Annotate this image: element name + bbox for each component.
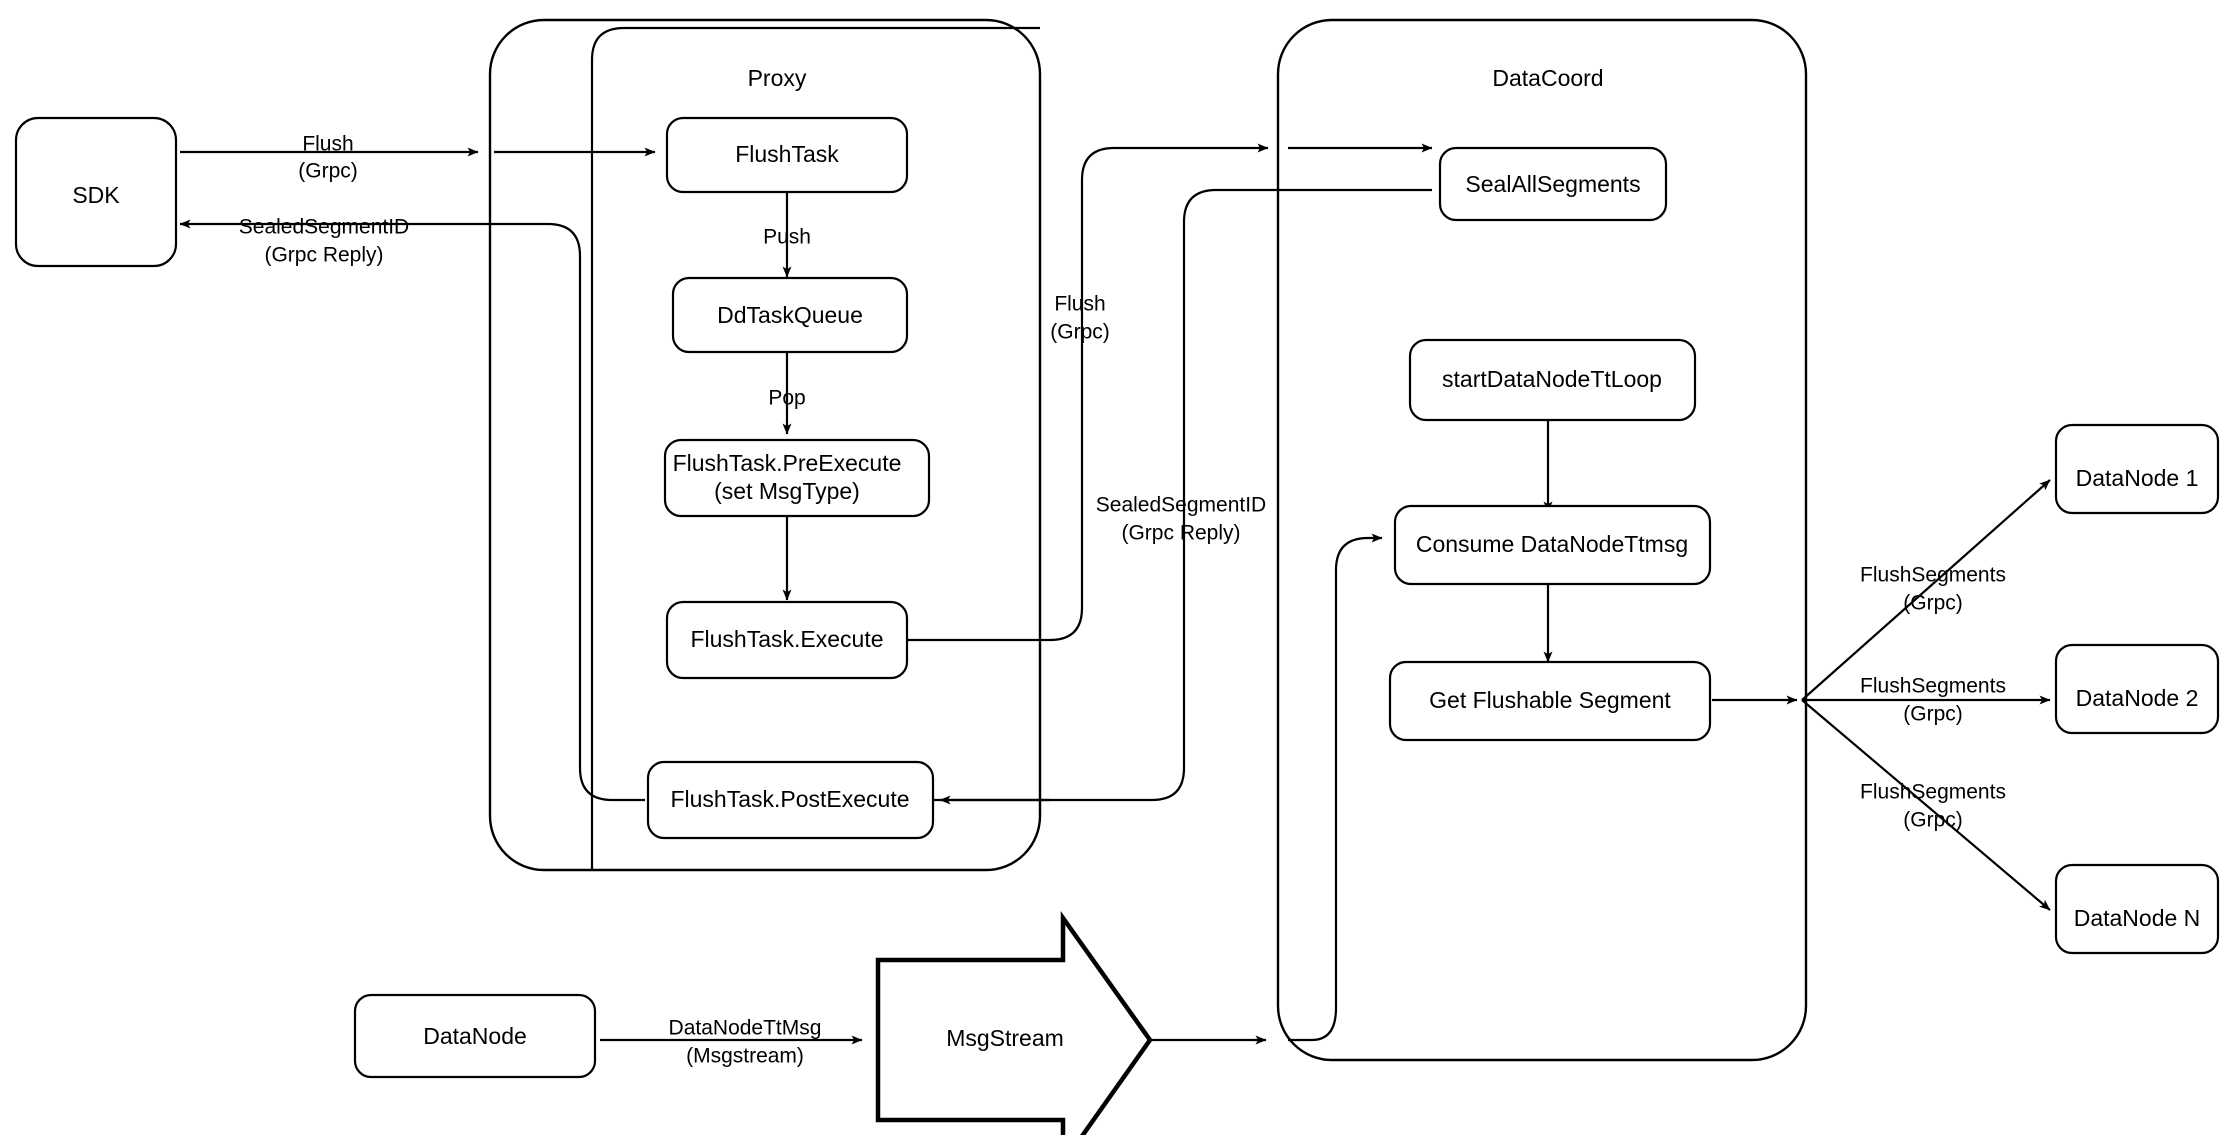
edge-junction-to-datanode-1 [1801, 479, 2051, 701]
node-datanode-bottom-label: DataNode [423, 1023, 527, 1049]
node-flush-task-execute-label: FlushTask.Execute [690, 626, 883, 652]
node-seal-all-segments[interactable] [1438, 146, 1668, 222]
node-msgstream-label: MsgStream [946, 1025, 1064, 1051]
node-consume-datanode-ttmsg[interactable] [1393, 504, 1712, 586]
container-proxy [488, 18, 1042, 872]
node-datanode-2-label: DataNode 2 [2076, 685, 2199, 711]
node-flush-task-execute[interactable] [665, 600, 909, 680]
node-dd-task-queue[interactable] [671, 276, 909, 354]
node-flush-task-preexecute[interactable] [663, 438, 931, 518]
node-flush-task-postexecute-label: FlushTask.PostExecute [670, 786, 909, 812]
node-flush-task-postexecute[interactable] [646, 760, 935, 840]
container-datacoord [1276, 18, 1808, 1062]
edge-label-flush-segments-2-line1: FlushSegments [1860, 675, 2006, 698]
edge-label-proxy-to-sdk-line1: SealedSegmentID [239, 216, 409, 239]
edge-label-flush-segments-1-line2: (Grpc) [1903, 592, 1963, 615]
node-consume-datanode-ttmsg-label: Consume DataNodeTtmsg [1416, 531, 1688, 557]
node-msgstream[interactable] [875, 910, 1153, 1135]
edge-junction-to-datanode-n [1801, 699, 2051, 911]
edge-label-proxy-to-coord-line2: (Grpc) [1050, 321, 1110, 344]
node-dd-task-queue-label: DdTaskQueue [717, 302, 863, 328]
node-seal-all-segments-label: SealAllSegments [1465, 171, 1640, 197]
edge-flush-entry-rail [590, 26, 1040, 870]
container-proxy-title: Proxy [748, 65, 807, 91]
node-flush-task-preexecute-label-line1: FlushTask.PreExecute [673, 450, 902, 476]
container-datacoord-title: DataCoord [1492, 65, 1603, 91]
node-flush-task-label: FlushTask [735, 141, 839, 167]
node-datanode-2[interactable] [2054, 643, 2220, 735]
edge-label-datanode-ttmsg-line2: (Msgstream) [686, 1045, 804, 1068]
node-sdk[interactable] [14, 116, 178, 268]
edge-label-sdk-to-proxy-line1: Flush [302, 133, 353, 156]
node-get-flushable-segment[interactable] [1388, 660, 1712, 742]
edge-label-pop: Pop [768, 387, 805, 410]
edge-label-sdk-to-proxy-line2: (Grpc) [298, 160, 358, 183]
node-datanode-n-label: DataNode N [2074, 905, 2201, 931]
node-start-datanode-tt-loop-label: startDataNodeTtLoop [1442, 366, 1662, 392]
edge-label-flush-segments-n-line1: FlushSegments [1860, 781, 2006, 804]
edge-datacoord-ttmsg-rail [1288, 533, 1383, 1042]
edge-label-coord-to-proxy-line1: SealedSegmentID [1096, 494, 1266, 517]
edge-label-flush-segments-2-line2: (Grpc) [1903, 703, 1963, 726]
node-flush-task-preexecute-label-line2: (set MsgType) [714, 478, 860, 504]
edge-postexecute-to-sdk [179, 219, 645, 802]
node-get-flushable-segment-label: Get Flushable Segment [1429, 687, 1671, 713]
edge-label-flush-segments-n-line2: (Grpc) [1903, 809, 1963, 832]
edge-label-push: Push [763, 226, 811, 249]
node-start-datanode-tt-loop[interactable] [1408, 338, 1697, 422]
node-sdk-label: SDK [72, 182, 120, 208]
edge-sealedsegmentid-rail [939, 188, 1288, 805]
edge-execute-to-datacoord [908, 143, 1269, 642]
node-datanode-1-label: DataNode 1 [2076, 465, 2199, 491]
edge-label-proxy-to-coord-line1: Flush [1054, 293, 1105, 316]
node-datanode-bottom[interactable] [353, 993, 597, 1079]
edge-label-proxy-to-sdk-line2: (Grpc Reply) [264, 244, 383, 267]
node-datanode-n[interactable] [2054, 863, 2220, 955]
edge-label-datanode-ttmsg-line1: DataNodeTtMsg [669, 1017, 822, 1040]
node-datanode-1[interactable] [2054, 423, 2220, 515]
edge-label-flush-segments-1-line1: FlushSegments [1860, 564, 2006, 587]
node-flush-task[interactable] [665, 116, 909, 194]
edge-label-coord-to-proxy-line2: (Grpc Reply) [1121, 522, 1240, 545]
